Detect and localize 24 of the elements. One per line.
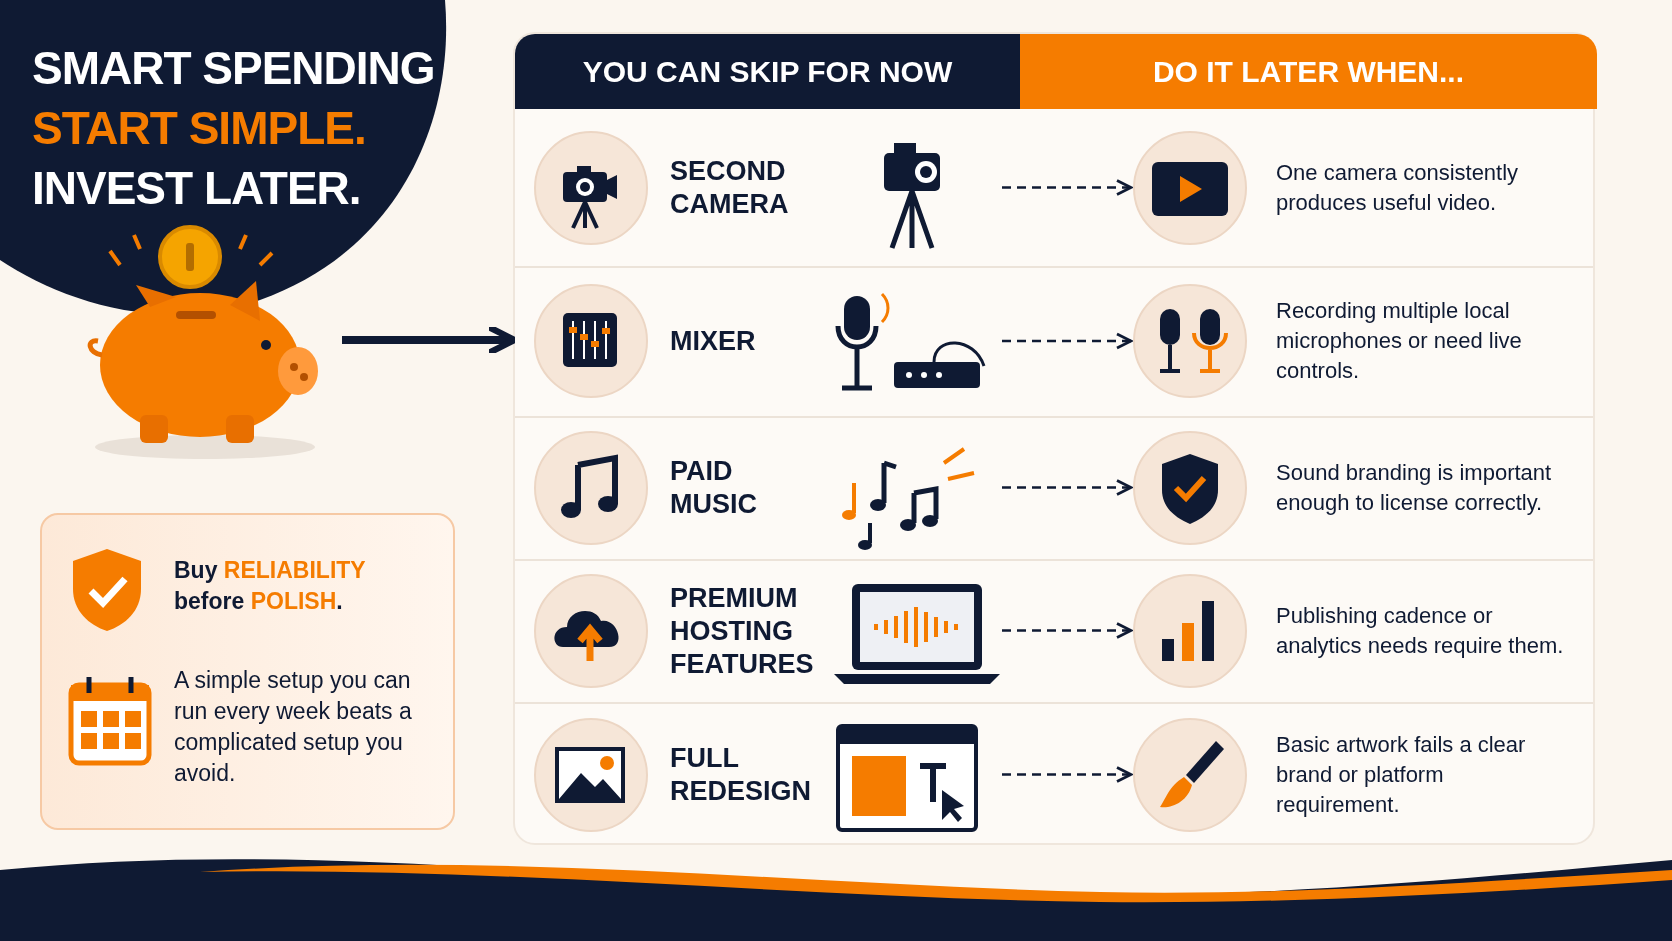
item-name: FULL REDESIGN: [670, 741, 813, 808]
column-header: DO IT LATER WHEN...: [1152, 54, 1465, 89]
description: Sound branding is important enough to license correctly.: [1276, 458, 1553, 517]
description: Publishing cadence or analytics needs require them.: [1276, 601, 1565, 660]
description: Recording multiple local microphones or need live controls.: [1276, 297, 1523, 385]
arrow: [1002, 332, 1133, 350]
arrow: [1002, 622, 1133, 639]
arrow: [1002, 766, 1133, 783]
item-name: SECOND CAMERA: [670, 154, 790, 221]
tip-text: Buy RELIABILITY before POLISH.: [174, 556, 367, 616]
subtitle: INVEST LATER.: [32, 161, 361, 216]
item-name: PREMIUM HOSTING FEATURES: [670, 581, 815, 680]
title: SMART SPENDING: [32, 41, 435, 96]
tip-text: A simple setup you can run every week beats a complicated setup you avoid.: [174, 666, 413, 788]
description: One camera consistently produces useful video.: [1276, 158, 1520, 217]
description: Basic artwork fails a clear brand or platform requirement.: [1276, 730, 1527, 819]
arrow: [1002, 479, 1133, 496]
item-name: MIXER: [670, 324, 757, 358]
tip-card: [40, 513, 455, 830]
subtitle: START SIMPLE.: [32, 101, 366, 156]
table-panel: [513, 32, 1595, 845]
arrow: [1002, 179, 1133, 196]
item-name: PAID MUSIC: [670, 454, 758, 521]
column-header: YOU CAN SKIP FOR NOW: [582, 54, 953, 89]
